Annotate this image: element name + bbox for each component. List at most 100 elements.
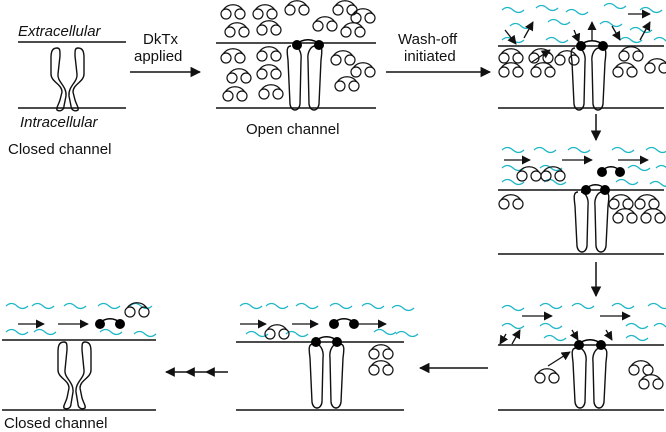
intracellular-label: Intracellular [20,114,99,131]
water-wave-icon [295,302,319,310]
water-wave-icon [329,302,353,310]
toxin-icon [256,20,282,36]
panel-closed-final: Closed channel [2,302,157,432]
water-wave-icon [129,302,153,310]
toxin-icon [638,374,664,390]
water-wave-icon [361,302,385,310]
water-wave-icon [501,304,525,312]
water-wave-icon [539,322,563,330]
toxin-icon [220,48,246,64]
toxin-icon [612,62,638,78]
water-wave-icon [567,146,591,154]
panel-washoff-start [498,2,666,111]
water-wave-icon [629,26,653,34]
free-toxin-group [264,324,394,376]
water-wave-icon [63,302,87,310]
bound-toxin-icon [311,318,359,347]
toxin-icon [252,4,278,20]
panel-washoff-middle [498,146,666,255]
toxin-icon [644,58,666,74]
toxin-icon [124,302,150,318]
bound-toxin-icon [574,339,606,350]
toxin-icon [498,62,524,78]
dktx-label: DkTx [143,31,178,48]
panel-closed-initial: Extracellular Intracellular Closed chann… [8,23,126,158]
water-wave-icon [611,302,635,310]
water-wave-icon [391,304,415,312]
water-wave-icon [649,180,666,188]
open-channel-icon [573,191,610,253]
toxin-icon [350,8,376,24]
toxin-icon [284,0,310,16]
water-wave-icon [543,334,567,342]
toxin-icon [256,64,282,80]
water-wave-icon [133,330,157,338]
bound-toxin-icon [581,166,625,195]
toxin-icon [312,16,338,32]
toxin-icon [498,194,524,210]
water-wave-icon [625,322,649,330]
water-wave-icon [599,20,623,28]
applied-label: applied [134,48,182,65]
water-wave-icon [501,146,525,154]
toxin-icon [226,68,252,84]
water-wave-icon [33,328,57,336]
toxin-icon [224,22,250,38]
toxin-icon [628,360,654,376]
open-channel-label: Open channel [246,121,339,138]
toxin-icon [608,194,634,210]
water-wave-icon [5,302,29,310]
water-wave-icon [619,36,643,44]
bound-toxin-icon [292,39,324,50]
open-channel-icon [308,343,345,409]
water-wave-icon [265,302,289,310]
water-wave-icon [99,328,123,336]
toxin-icon [368,360,394,376]
bound-toxin-icon [576,40,608,51]
water-wave-icon [627,164,651,172]
open-channel-icon [570,47,607,111]
water-wave-icon [611,146,635,154]
toxin-leaving-icon [95,318,125,329]
water-wave-icon [239,302,263,310]
water-wave-icon [645,146,666,154]
toxin-icon [258,84,284,100]
water-wave-icon [501,178,525,186]
panel-washoff-final [236,302,419,411]
water-wave-icon [571,302,595,310]
toxin-icon [618,46,644,62]
toxin-icon [222,86,248,102]
toxin-icon [640,208,666,224]
water-wave-icon [533,146,557,154]
washoff-label: Wash-off [398,31,458,48]
free-toxin-group [534,360,664,390]
water-wave-icon [545,36,569,44]
closed-channel-icon [50,47,85,112]
water-wave-icon [501,6,525,14]
toxin-icon [498,48,524,64]
water-wave-icon [653,322,666,328]
water-wave-icon [501,322,525,330]
toxin-icon [340,22,366,38]
water-wave-icon [539,302,563,310]
water-wave-icon [547,18,571,26]
water-wave-icon [647,302,666,310]
water-wave-icon [509,22,533,30]
water-wave-icon [395,330,419,338]
toxin-icon [264,324,290,340]
water-flow-group [501,146,666,188]
water-flow-group [239,302,419,338]
water-wave-icon [603,2,627,10]
water-flow-group [5,302,157,338]
water-wave-icon [565,8,589,16]
water-flow-group [501,302,666,342]
open-channel-icon [571,347,608,409]
panel-washoff-late [498,302,666,411]
extracellular-label: Extracellular [18,23,102,40]
toxin-icon [540,166,566,182]
toxin-icon [530,62,556,78]
toxin-icon [334,76,360,92]
water-wave-icon [653,36,666,42]
open-channel-icon [286,45,323,111]
